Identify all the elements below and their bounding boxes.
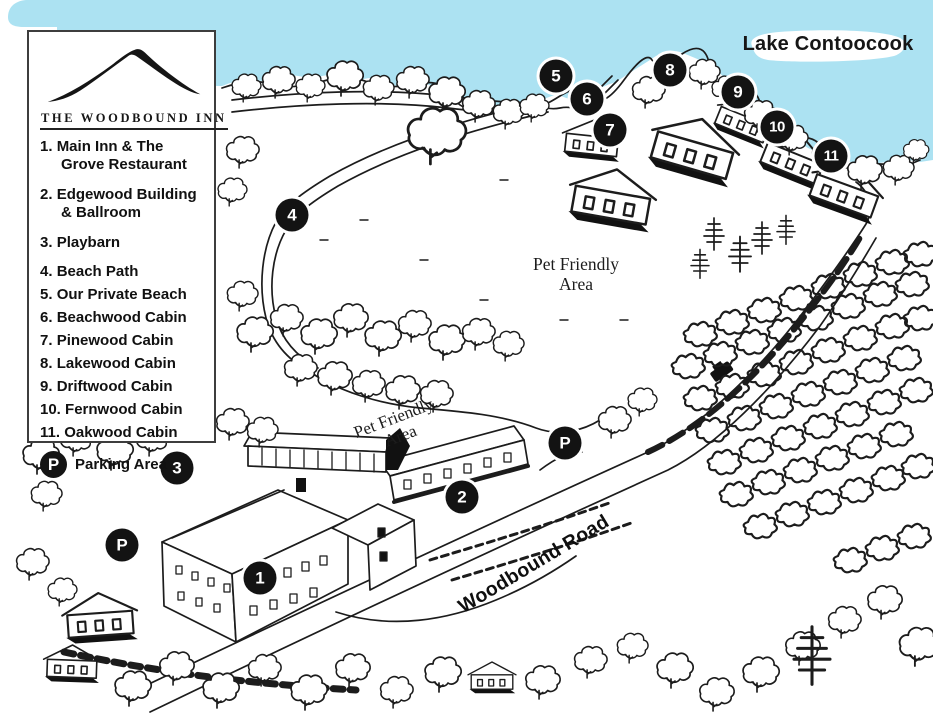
marker-driftwood-cabin: 9	[721, 75, 755, 109]
legend-item: 10. Fernwood Cabin	[40, 401, 204, 419]
marker-beachwood-cabin: 6	[570, 82, 604, 116]
marker-number: 4	[287, 205, 297, 224]
marker-edgewood: 2	[445, 480, 479, 514]
mountain-logo-icon	[47, 49, 201, 102]
legend-item-number: 11.	[40, 424, 61, 441]
legend-item-number: 9.	[40, 378, 53, 395]
legend-item-label: Beach Path	[56, 263, 139, 280]
marker-number: 10	[769, 118, 785, 136]
legend-item: 11. Oakwood Cabin	[40, 424, 204, 442]
marker-number: 11	[823, 147, 839, 165]
legend-list: 1. Main Inn & The Grove Restaurant 2. Ed…	[40, 138, 204, 442]
edgewood-building	[379, 425, 530, 504]
marker-beach-path: 4	[275, 198, 309, 232]
legend-item-number: 5.	[40, 286, 53, 303]
legend-item: 3. Playbarn	[40, 234, 204, 252]
scribble-forest	[670, 240, 933, 574]
legend-item: 9. Driftwood Cabin	[40, 378, 204, 396]
marker-number: 6	[582, 89, 592, 108]
legend-item: 4. Beach Path	[40, 263, 204, 281]
legend-parking-row: P Parking Area	[40, 451, 204, 478]
legend-item-number: 7.	[40, 332, 53, 349]
parking-marker-east: P	[548, 426, 582, 460]
marker-pinewood-cabin: 7	[593, 113, 627, 147]
legend-item: 5. Our Private Beach	[40, 286, 204, 304]
legend-item-label: Our Private Beach	[56, 286, 187, 303]
marker-number: 8	[665, 60, 675, 79]
legend-item-number: 2.	[40, 186, 53, 203]
marker-playbarn: 3	[160, 451, 194, 485]
legend-item-number: 4.	[40, 263, 53, 280]
legend-item-label: Lakewood Cabin	[56, 355, 176, 372]
pet-friendly-line2: Area	[558, 274, 593, 294]
pine-grove	[690, 214, 796, 279]
marker-number: 9	[733, 82, 743, 101]
legend-item-number: 1.	[40, 138, 53, 155]
shed-west-2	[42, 643, 102, 684]
road-edge-shadow	[645, 231, 865, 455]
lake-name-label: Lake Contoocook	[742, 33, 914, 55]
pet-friendly-line1: Pet Friendly	[532, 254, 620, 274]
marker-number: 3	[172, 458, 182, 477]
marker-number: 2	[457, 487, 467, 506]
marker-number: 1	[255, 568, 265, 587]
marker-private-beach: 5	[539, 59, 573, 93]
legend-item-number: 6.	[40, 309, 53, 326]
legend-panel: THE WOODBOUND INN 1. Main Inn & The Grov…	[27, 30, 228, 478]
legend-title: THE WOODBOUND INN	[40, 111, 228, 130]
legend-item-number: 3.	[40, 234, 53, 251]
lake-water	[8, 0, 933, 164]
lake-label-blob	[751, 30, 905, 62]
pet-friendly-area-label-north: Pet Friendly Area	[505, 254, 647, 294]
legend-item: 1. Main Inn & The Grove Restaurant	[40, 138, 204, 174]
legend-item-number: 8.	[40, 355, 53, 372]
marker-number: 5	[551, 66, 561, 85]
grass-ticks	[319, 179, 629, 321]
legend-item-label: Pinewood Cabin	[56, 332, 174, 349]
marker-oakwood-cabin: 11	[814, 139, 848, 173]
legend-item-label: Edgewood Building & Ballroom	[56, 186, 197, 221]
legend-item: 8. Lakewood Cabin	[40, 355, 204, 373]
legend-item-label: Main Inn & The Grove Restaurant	[56, 138, 187, 173]
parking-label: Parking Area	[75, 456, 167, 473]
marker-main-inn: 1	[243, 561, 277, 595]
parking-marker-west: P	[105, 528, 139, 562]
legend-item-label: Driftwood Cabin	[56, 378, 173, 395]
legend-item: 7. Pinewood Cabin	[40, 332, 204, 350]
marker-number: 7	[605, 120, 615, 139]
main-inn-building	[161, 478, 417, 643]
field-rows	[428, 500, 636, 582]
shed-south	[467, 661, 517, 694]
legend-item-label: Beachwood Cabin	[56, 309, 187, 326]
legend-item: 6. Beachwood Cabin	[40, 309, 204, 327]
legend-item-label: Playbarn	[56, 234, 121, 251]
legend-item-number: 10.	[40, 401, 61, 418]
marker-number: P	[116, 535, 128, 554]
marker-fernwood-cabin: 10	[760, 110, 794, 144]
marker-lakewood-cabin: 8	[653, 53, 687, 87]
parking-icon: P	[40, 451, 67, 478]
legend-item: 2. Edgewood Building & Ballroom	[40, 186, 204, 222]
marker-number: P	[559, 433, 571, 452]
legend-item-label: Oakwood Cabin	[64, 424, 178, 441]
legend-item-label: Fernwood Cabin	[65, 401, 183, 418]
pinewood-cabin	[563, 160, 662, 234]
inn-driveway	[335, 555, 577, 623]
